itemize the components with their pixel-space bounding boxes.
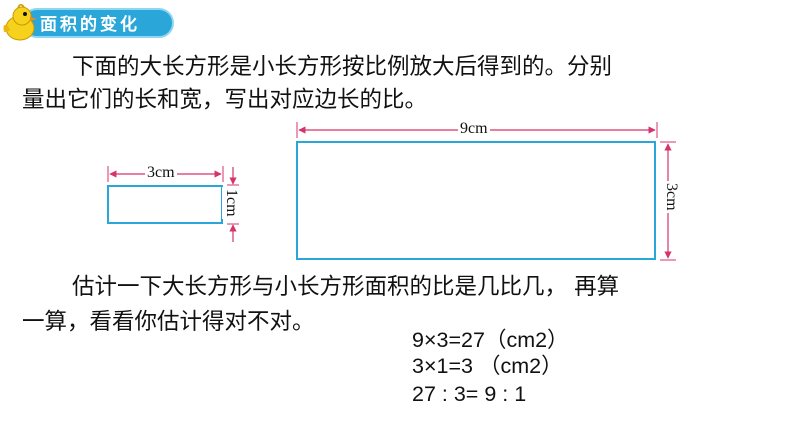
section-title: 面积的变化 (40, 15, 140, 35)
small-rectangle (107, 185, 223, 224)
bird-mascot-icon (3, 4, 37, 41)
big-length-label: 9cm (458, 120, 490, 138)
problem-line-2: 量出它们的长和宽，写出对应边长的比。 (22, 87, 428, 113)
big-rectangle (296, 141, 656, 260)
small-width-label: 1cm (222, 187, 240, 219)
problem-line-1: 下面的大长方形是小长方形按比例放大后得到的。分别 (72, 54, 613, 80)
calc-big-area: 9×3=27（cm2） (412, 328, 569, 352)
calc-small-area: 3×1=3 （cm2） (412, 354, 563, 378)
question-line-1: 估计一下大长方形与小长方形面积的比是几比几， 再算 (72, 274, 620, 300)
big-width-label: 3cm (662, 181, 680, 213)
title-pill (22, 8, 174, 38)
question-line-2: 一算，看看你估计得对不对。 (22, 309, 315, 335)
calc-ratio: 27 : 3= 9 : 1 (412, 382, 527, 406)
section-header: 面积的变化 (0, 2, 175, 42)
small-length-label: 3cm (145, 164, 177, 182)
